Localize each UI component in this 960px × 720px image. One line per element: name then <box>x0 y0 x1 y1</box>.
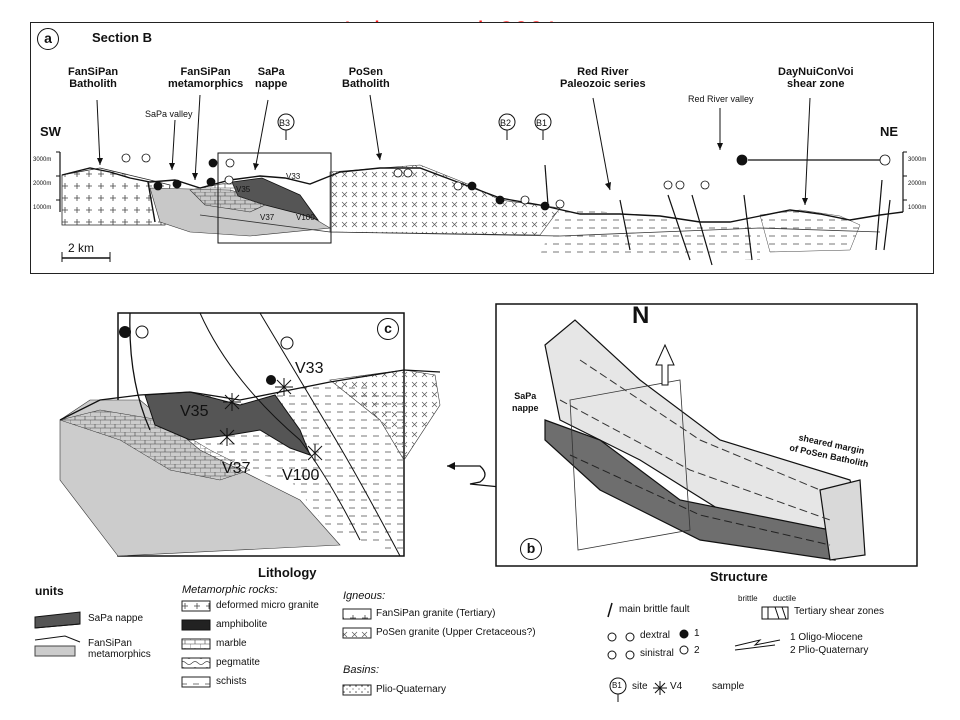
label-fansipan-metamorphics: FanSiPan metamorphics <box>168 66 244 90</box>
sec-sample-v35: V35 <box>236 185 251 194</box>
site-b1: B1 <box>536 118 548 128</box>
alt-right-1000: 1000m <box>908 205 927 211</box>
legend-meta-0: deformed micro granite <box>216 600 319 611</box>
lithology-marble-body <box>59 409 251 481</box>
block-end <box>819 479 866 561</box>
daynui-shear-body <box>759 209 861 253</box>
label-fansipan-batholith: FanSiPan Batholith <box>68 66 119 90</box>
panel-letter-c: c <box>377 318 399 340</box>
legend-site: site <box>632 681 648 692</box>
block-dark <box>544 419 836 561</box>
legend-basins-title: Basins: <box>343 664 380 676</box>
legend-sample: sample <box>712 681 745 692</box>
legend-two: 2 <box>694 645 700 656</box>
fansipan-granite-body <box>61 167 171 226</box>
inset-box <box>217 152 332 244</box>
legend-meta-4: schists <box>216 676 247 687</box>
legend-ign-0: FanSiPan granite (Tertiary) <box>376 608 496 619</box>
alt-right-3000: 3000m <box>908 157 927 163</box>
legend-meta-3: pegmatite <box>216 657 260 668</box>
legend-main-fault: main brittle fault <box>619 604 690 615</box>
alt-right-2000: 2000m <box>908 181 927 187</box>
label-posen-batholith: PoSen Batholith <box>342 66 390 90</box>
north-arrow <box>655 343 675 386</box>
lith-sample-v37: V37 <box>222 460 251 477</box>
schist-body <box>540 208 760 260</box>
lith-sample-v35: V35 <box>180 403 209 420</box>
legend-ign-1: PoSen granite (Upper Cretaceous?) <box>376 627 536 638</box>
alt-left: 3000m 2000m 1000m <box>33 148 51 220</box>
structure-caption: Structure <box>710 569 768 584</box>
legend-unit-fansipan: FanSiPan metamorphics <box>88 638 151 660</box>
base-line <box>199 214 881 237</box>
north-label: N <box>632 302 650 329</box>
site-pins <box>277 113 552 140</box>
legend-metamorphic-title: Metamorphic rocks: <box>182 584 278 596</box>
label-sapa-nappe: SaPa nappe <box>255 66 288 90</box>
legend-igneous-title: Igneous: <box>343 590 386 602</box>
legend-meta-1: amphibolite <box>216 619 268 630</box>
site-b3: B3 <box>279 118 291 128</box>
alt-left-3000: 3000m <box>33 157 52 163</box>
sec-sample-v100: V100 <box>296 213 315 222</box>
label-red-river-paleozoic: Red River Paleozoic series <box>560 66 646 90</box>
label-daynuiconvoi: DayNuiConVoi shear zone <box>778 66 854 90</box>
sw-label: SW <box>40 124 61 139</box>
topographic-profile <box>61 167 904 223</box>
section-name: Section B <box>92 30 152 45</box>
struct-sapa-nappe: SaPa nappe <box>512 391 539 413</box>
label-sapa-valley: SaPa valley <box>145 109 193 119</box>
panel-letter-b: b <box>520 538 542 560</box>
legend-meta-2: marble <box>216 638 247 649</box>
legend-v4: V4 <box>670 681 683 692</box>
legend-units-title: units <box>35 584 64 598</box>
scale-bar <box>61 252 111 262</box>
alt-right: 3000m 2000m 1000m <box>908 148 926 220</box>
scale-label: 2 km <box>68 241 95 255</box>
label-red-river-valley: Red River valley <box>688 94 754 104</box>
panel-letter-a: a <box>37 28 59 50</box>
legend-brittle: brittle <box>738 594 758 603</box>
legend-unit-sapa: SaPa nappe <box>88 613 144 624</box>
ne-label: NE <box>880 124 899 139</box>
left-altitude-axis <box>56 151 61 212</box>
right-altitude-axis <box>902 151 907 212</box>
legend-plio: 2 Plio-Quaternary <box>790 645 869 656</box>
lith-sample-v33: V33 <box>295 360 324 377</box>
plane <box>569 379 691 551</box>
sec-sample-v33: V33 <box>286 172 301 181</box>
legend-site-tag: B1 <box>612 681 622 690</box>
lith-sample-v100: V100 <box>282 467 320 484</box>
legend-basin-0: Plio-Quaternary <box>376 684 447 695</box>
legend-dextral: dextral <box>640 630 671 641</box>
legend-one: 1 <box>694 628 700 639</box>
legend-shear-zones: Tertiary shear zones <box>794 606 885 617</box>
legend-oligo: 1 Oligo-Miocene <box>790 632 863 643</box>
lithology-caption: Lithology <box>258 565 317 580</box>
alt-left-2000: 2000m <box>33 181 52 187</box>
alt-left-1000: 1000m <box>33 205 52 211</box>
lithology-topo-line <box>59 369 441 421</box>
legend-sinistral: sinistral <box>640 648 674 659</box>
site-b2: B2 <box>500 118 512 128</box>
sec-sample-v37: V37 <box>260 213 275 222</box>
legend-ductile: ductile <box>773 594 797 603</box>
